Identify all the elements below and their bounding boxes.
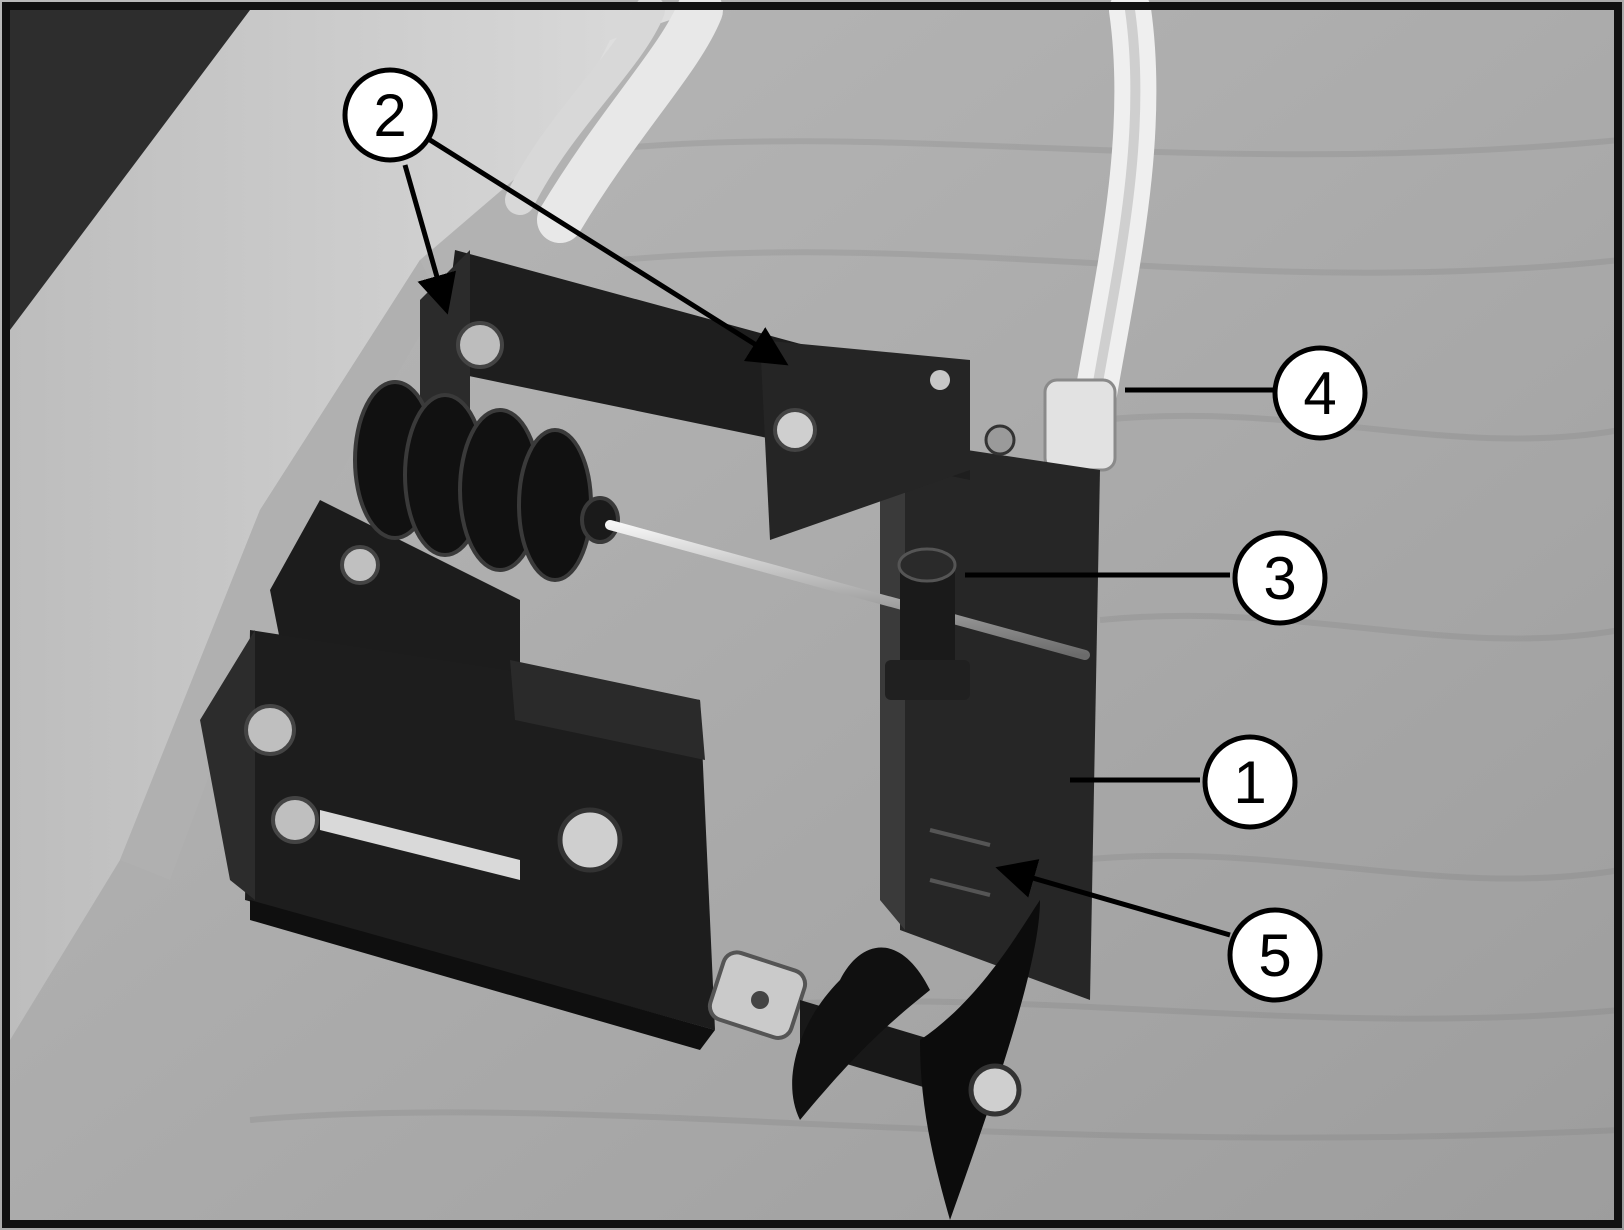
leader-5 bbox=[995, 859, 1231, 938]
callout-3: 3 bbox=[1232, 530, 1328, 626]
callout-1-label: 1 bbox=[1233, 749, 1266, 816]
callout-2-label: 2 bbox=[373, 82, 406, 149]
leader-2b bbox=[428, 137, 789, 366]
middle-bracket bbox=[270, 500, 520, 680]
cooling-tube bbox=[505, 0, 1157, 472]
callout-5-label: 5 bbox=[1258, 922, 1291, 989]
callout-2: 2 bbox=[342, 67, 438, 163]
lower-bracket bbox=[200, 630, 715, 1050]
tiller-rod bbox=[605, 520, 1090, 700]
callout-4: 4 bbox=[1272, 345, 1368, 441]
propeller-assembly bbox=[707, 900, 1040, 1220]
leader-lines bbox=[402, 137, 1275, 938]
rubber-coupling bbox=[353, 380, 620, 582]
callout-3-label: 3 bbox=[1263, 545, 1296, 612]
callout-4-label: 4 bbox=[1303, 360, 1336, 427]
leader-2a bbox=[402, 164, 456, 315]
hull-wall bbox=[10, 10, 700, 1040]
callout-1: 1 bbox=[1202, 734, 1298, 830]
rudder-blade bbox=[880, 440, 1100, 1000]
callout-5: 5 bbox=[1227, 907, 1323, 1003]
